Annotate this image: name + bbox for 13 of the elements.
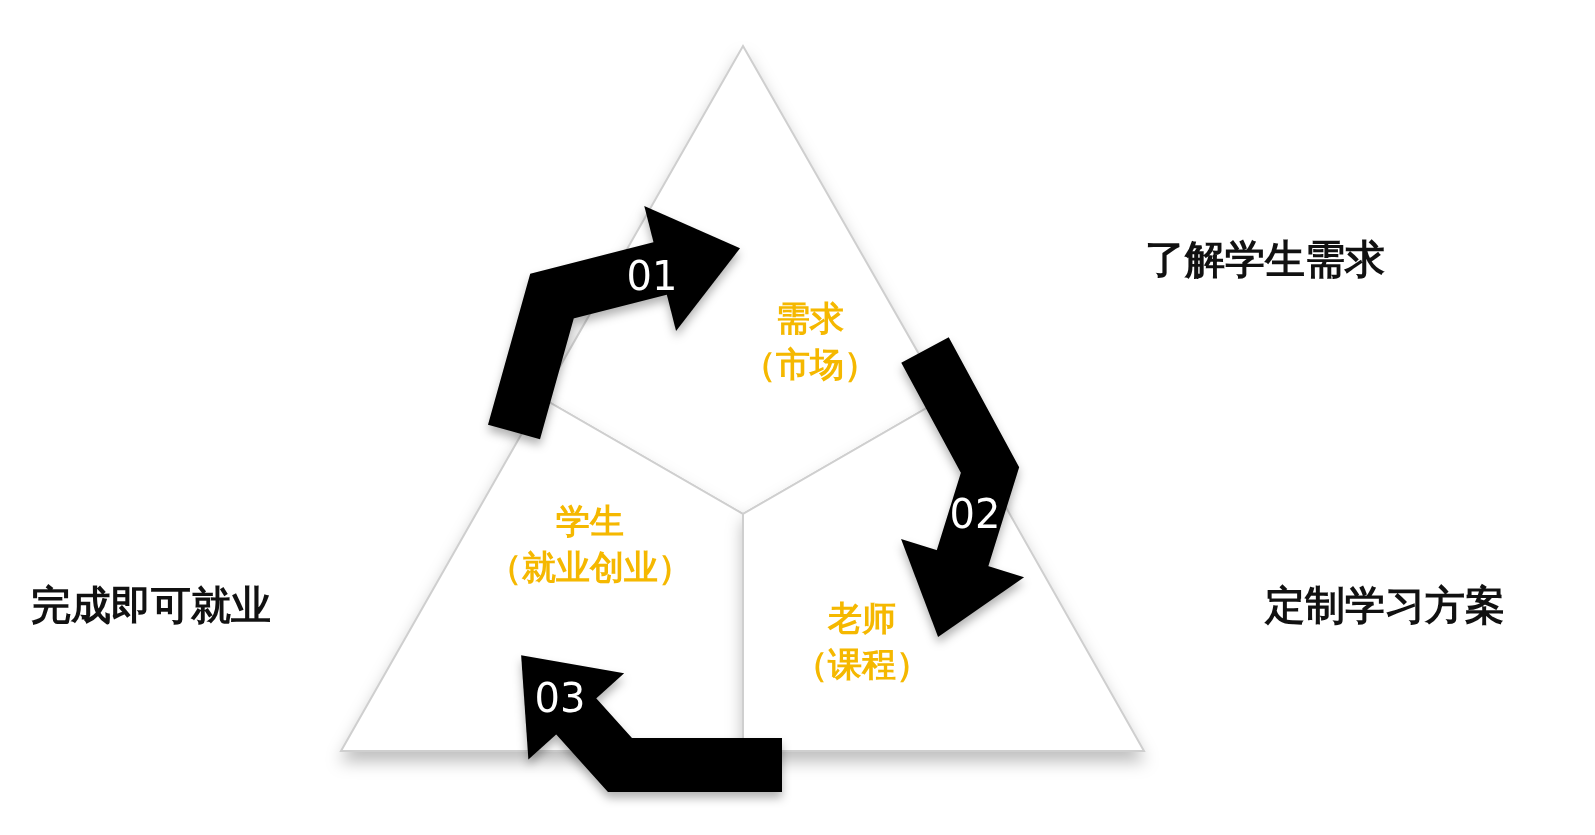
- bent-arrow: [901, 337, 1025, 637]
- step-description: 了解学生需求: [1145, 235, 1385, 284]
- step-description: 定制学习方案: [1265, 581, 1505, 630]
- segment-title: 老师: [826, 597, 897, 640]
- segment-subtitle: （市场）: [742, 343, 878, 386]
- step-number: 01: [626, 253, 678, 299]
- segment-subtitle: （就业创业）: [488, 546, 692, 589]
- step-number: 02: [949, 491, 1001, 537]
- segment-subtitle: （课程）: [794, 643, 930, 686]
- segment-title: 需求: [775, 297, 845, 340]
- segment-title: 学生: [555, 500, 625, 543]
- step-number: 03: [534, 675, 586, 721]
- step-description: 完成即可就业: [31, 581, 271, 630]
